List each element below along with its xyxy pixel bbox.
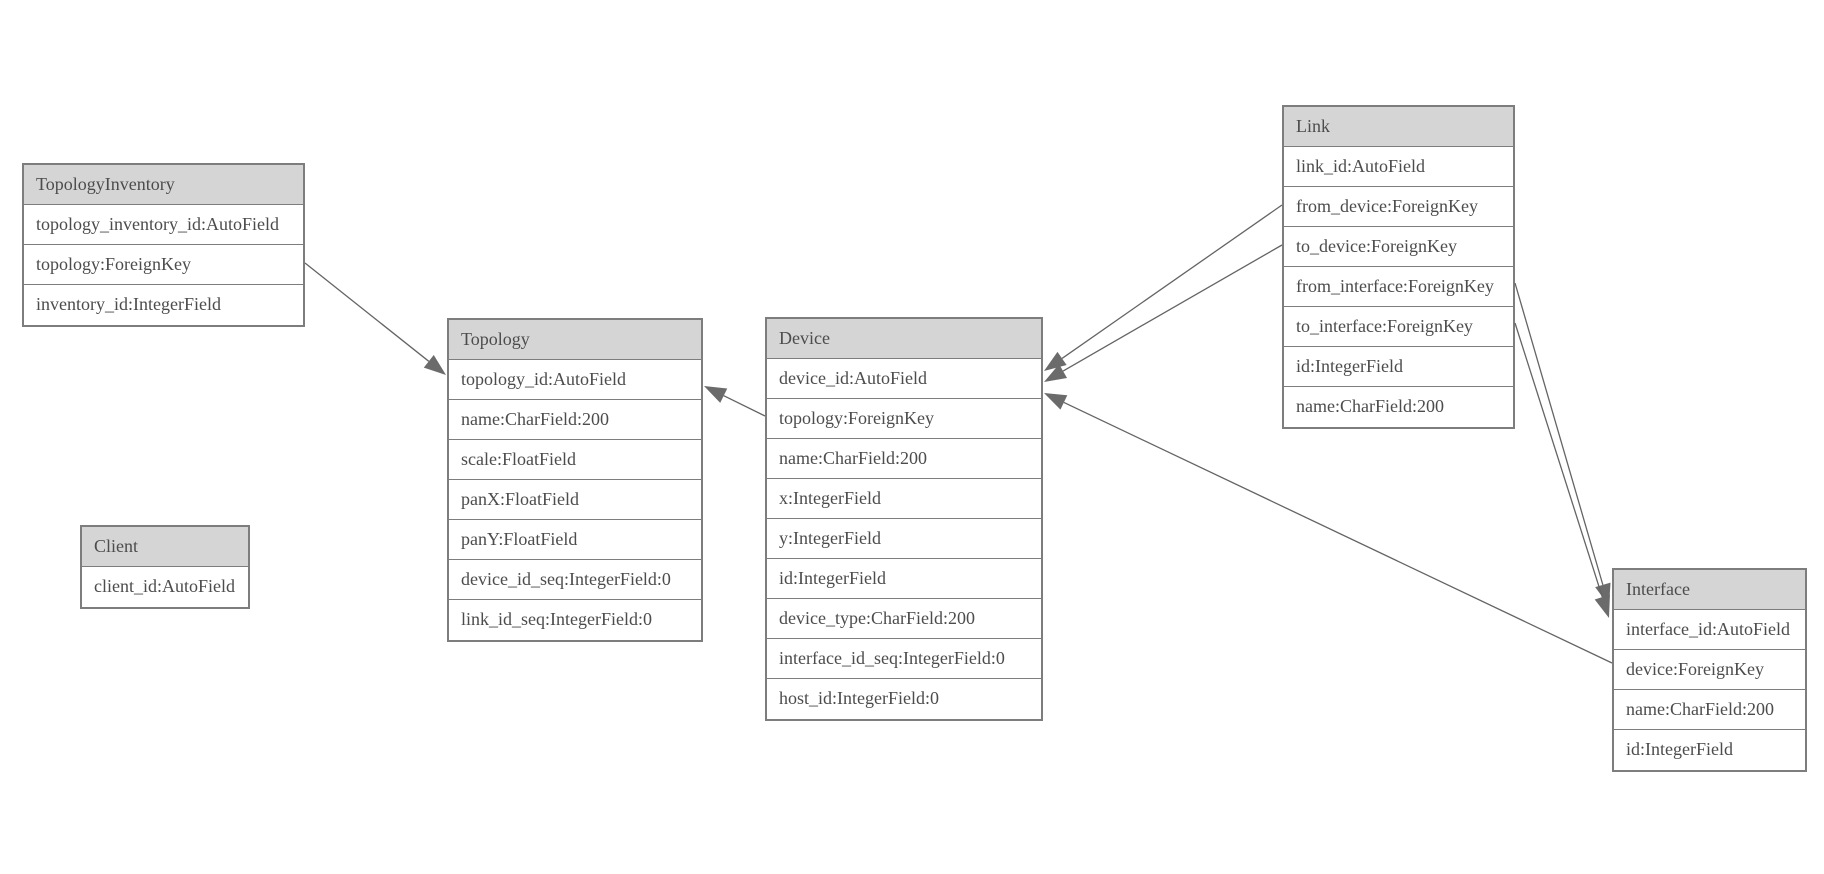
entity-field-row: link_id_seq:IntegerField:0	[449, 600, 701, 640]
entity-field-row: device_type:CharField:200	[767, 599, 1041, 639]
entity-header: Topology	[449, 320, 701, 360]
relation-arrowhead-device	[1044, 393, 1068, 410]
entity-field-row: scale:FloatField	[449, 440, 701, 480]
entity-field-row: topology:ForeignKey	[24, 245, 303, 285]
entity-field-row: host_id:IntegerField:0	[767, 679, 1041, 719]
entity-field-row: topology_id:AutoField	[449, 360, 701, 400]
relation-line-link-to_device	[1062, 244, 1283, 372]
entity-field-row: name:CharField:200	[449, 400, 701, 440]
entity-field-row: device_id_seq:IntegerField:0	[449, 560, 701, 600]
relation-line-topologyinventory-topology	[304, 262, 430, 362]
entity-header: Link	[1284, 107, 1513, 147]
entity-field-row: inventory_id:IntegerField	[24, 285, 303, 325]
entity-field-row: y:IntegerField	[767, 519, 1041, 559]
entity-field-row: name:CharField:200	[1614, 690, 1805, 730]
entity-field-row: topology:ForeignKey	[767, 399, 1041, 439]
entity-field-row: name:CharField:200	[1284, 387, 1513, 427]
relation-line-link-to_interface	[1514, 322, 1603, 598]
entity-field-row: link_id:AutoField	[1284, 147, 1513, 187]
relation-line-link-from_interface	[1514, 282, 1604, 586]
entity-field-row: interface_id_seq:IntegerField:0	[767, 639, 1041, 679]
relation-arrowhead-device	[1044, 351, 1067, 371]
relation-arrowhead-device	[1044, 364, 1068, 382]
entity-field-row: x:IntegerField	[767, 479, 1041, 519]
relation-line-link-from_device	[1061, 204, 1283, 359]
entity-field-row: to_interface:ForeignKey	[1284, 307, 1513, 347]
relation-line-device-topology	[723, 395, 766, 417]
entity-field-row: device:ForeignKey	[1614, 650, 1805, 690]
entity-header: Client	[82, 527, 248, 567]
entity-field-row: to_device:ForeignKey	[1284, 227, 1513, 267]
entity-field-row: topology_inventory_id:AutoField	[24, 205, 303, 245]
relation-line-interface-device	[1063, 401, 1613, 664]
entity-field-row: name:CharField:200	[767, 439, 1041, 479]
entity-field-row: panX:FloatField	[449, 480, 701, 520]
relation-arrowhead-topology	[704, 386, 728, 403]
entity-field-row: from_device:ForeignKey	[1284, 187, 1513, 227]
relation-arrowhead-interface	[1595, 582, 1611, 606]
entity-field-row: id:IntegerField	[767, 559, 1041, 599]
entity-header: TopologyInventory	[24, 165, 303, 205]
entity-field-row: id:IntegerField	[1614, 730, 1805, 770]
relation-arrowhead-interface	[1594, 594, 1610, 618]
entity-field-row: from_interface:ForeignKey	[1284, 267, 1513, 307]
entity-field-row: panY:FloatField	[449, 520, 701, 560]
entity-field-row: client_id:AutoField	[82, 567, 248, 607]
entity-field-row: id:IntegerField	[1284, 347, 1513, 387]
entity-field-row: device_id:AutoField	[767, 359, 1041, 399]
entity-field-row: interface_id:AutoField	[1614, 610, 1805, 650]
relation-arrowhead-topology	[423, 355, 446, 375]
entity-header: Interface	[1614, 570, 1805, 610]
entity-header: Device	[767, 319, 1041, 359]
